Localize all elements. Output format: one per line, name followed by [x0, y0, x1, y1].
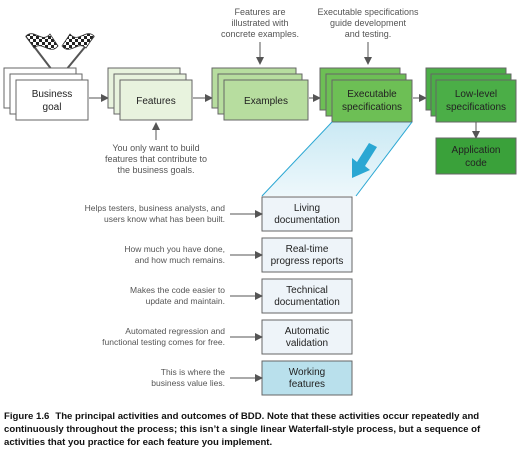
low-level-specifications-box: Low-level specifications [425, 67, 517, 123]
outcome-note: and how much remains. [135, 255, 225, 265]
low-level-specifications-label: Low-level [455, 89, 497, 100]
outcome-title: features [289, 379, 325, 390]
business-goal-box: Business goal [3, 67, 89, 121]
business-goal-label: goal [43, 102, 62, 113]
expansion-cone-edge [261, 121, 333, 197]
outcome-note: business value lies. [151, 378, 225, 388]
executable-specifications-box: Executable specifications [319, 67, 413, 123]
application-code-box: Application code [435, 137, 517, 175]
outcome-box [261, 319, 353, 355]
executable-specifications-label: specifications [342, 102, 402, 113]
outcome-note: update and maintain. [146, 296, 225, 306]
outcome-note: Makes the code easier to [130, 285, 225, 295]
business-goal-label: Business [32, 89, 73, 100]
outcome-note: users know what has been built. [104, 214, 225, 224]
features-note: You only want to build features that con… [105, 143, 207, 175]
features-note-line: the business goals. [117, 165, 194, 175]
application-code-label: code [465, 158, 487, 169]
executable-note-line: guide development [330, 18, 407, 28]
examples-note: Features are illustrated with concrete e… [221, 7, 299, 39]
outcome-title: Real-time [286, 244, 329, 255]
outcome-note: How much you have done, [124, 244, 225, 254]
features-note-line: You only want to build [112, 143, 199, 153]
expansion-cone-edge [355, 121, 413, 197]
checkered-flags-icon [25, 33, 95, 71]
examples-label: Examples [244, 96, 288, 107]
big-arrow-icon [352, 143, 377, 178]
application-code-label: Application [452, 145, 501, 156]
outcome-title: Living [294, 203, 320, 214]
outcome-box [261, 237, 353, 273]
outcome-title: Automatic [285, 326, 329, 337]
features-note-line: features that contribute to [105, 154, 207, 164]
outcome-note: Automated regression and [125, 326, 225, 336]
outcome-box [261, 278, 353, 314]
examples-note-line: Features are [234, 7, 285, 17]
outcome-title: progress reports [271, 256, 344, 267]
outcome-note: functional testing comes for free. [102, 337, 225, 347]
examples-note-line: illustrated with [231, 18, 288, 28]
figure-caption-text: The principal activities and outcomes of… [4, 411, 481, 448]
outcome-note: This is where the [161, 367, 226, 377]
expansion-cone [262, 122, 412, 196]
executable-note-line: Executable specifications [317, 7, 419, 17]
outcome-title: Technical [286, 285, 328, 296]
examples-box: Examples [211, 67, 309, 121]
outcome-box [261, 360, 353, 396]
outcome-title: documentation [274, 297, 340, 308]
figure-caption-label: Figure 1.6 [4, 411, 50, 422]
features-box: Features [107, 67, 193, 121]
low-level-specifications-label: specifications [446, 102, 506, 113]
outcome-title: documentation [274, 215, 340, 226]
executable-specifications-label: Executable [347, 89, 397, 100]
outcome-title: Working [289, 367, 326, 378]
executable-note-line: and testing. [345, 29, 392, 39]
executable-note: Executable specifications guide developm… [317, 7, 419, 39]
outcome-note: Helps testers, business analysts, and [85, 203, 226, 213]
outcome-title: validation [286, 338, 328, 349]
features-label: Features [136, 96, 175, 107]
examples-note-line: concrete examples. [221, 29, 299, 39]
